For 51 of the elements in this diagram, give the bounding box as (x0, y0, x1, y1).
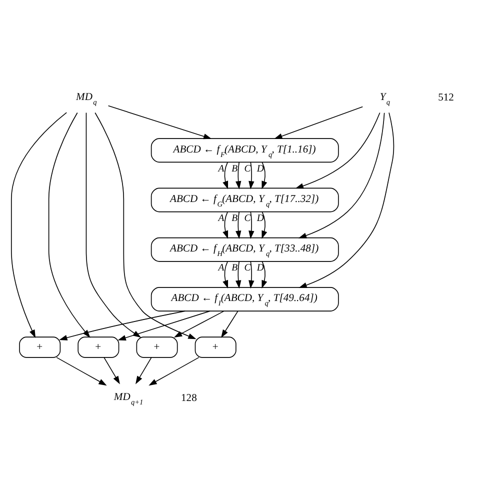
arrow (222, 212, 228, 239)
arrow (136, 357, 152, 384)
edge-label: A (218, 213, 224, 224)
arrow (108, 105, 212, 140)
arrow (298, 112, 394, 288)
arrow (222, 162, 228, 190)
arrow (59, 310, 186, 340)
node-box: ABCD ← f$_{I}$(ABCD, Y$_{q}$, T[49..64]) (150, 287, 339, 312)
edge-label: C (244, 163, 251, 174)
node-text: Y$_{q}$ (380, 92, 390, 106)
node-box: + (78, 336, 120, 358)
arrow (248, 162, 254, 190)
arrow (248, 261, 254, 289)
edge-label: D (256, 163, 264, 174)
edge-label: A (218, 262, 224, 274)
edge-label: D (256, 262, 264, 274)
arrow (262, 261, 268, 289)
arrow (222, 261, 228, 289)
arrow (236, 212, 242, 239)
node-box: ABCD ← f$_{G}$(ABCD, Y$_{q}$, T[17..32]) (150, 188, 339, 212)
arrow (174, 310, 224, 338)
arrow (236, 162, 242, 190)
arrow (148, 357, 200, 386)
edge-label: C (244, 262, 251, 274)
arrow (236, 261, 242, 289)
node-box: + (19, 336, 61, 358)
arrow (104, 357, 120, 384)
edge-label: D (256, 213, 264, 224)
arrow (262, 212, 268, 239)
arrow (295, 112, 380, 189)
arrow (118, 310, 210, 340)
node-box: + (194, 336, 236, 358)
edge-label: B (232, 163, 238, 174)
arrow (56, 357, 107, 386)
arrow (221, 310, 238, 338)
arrow (262, 162, 268, 190)
arrow (274, 106, 364, 139)
arrow (248, 212, 254, 239)
node-text: MD$_{q+1}$ (114, 392, 144, 407)
edge-label: B (232, 213, 238, 224)
label: 128 (181, 392, 197, 404)
arrow (10, 112, 67, 338)
label: 512 (438, 92, 454, 104)
node-text: MD$_{q}$ (76, 92, 97, 106)
node-box: ABCD ← f$_{H}$(ABCD, Y$_{q}$, T[33..48]) (150, 237, 339, 262)
node-box: + (136, 336, 178, 358)
edge-label: B (232, 262, 238, 274)
edge-label: A (218, 163, 224, 174)
node-box: ABCD ← f$_{F}$(ABCD, Y$_{q}$, T[1..16]) (150, 138, 339, 163)
arrow (298, 112, 385, 238)
edge-label: C (244, 213, 251, 224)
